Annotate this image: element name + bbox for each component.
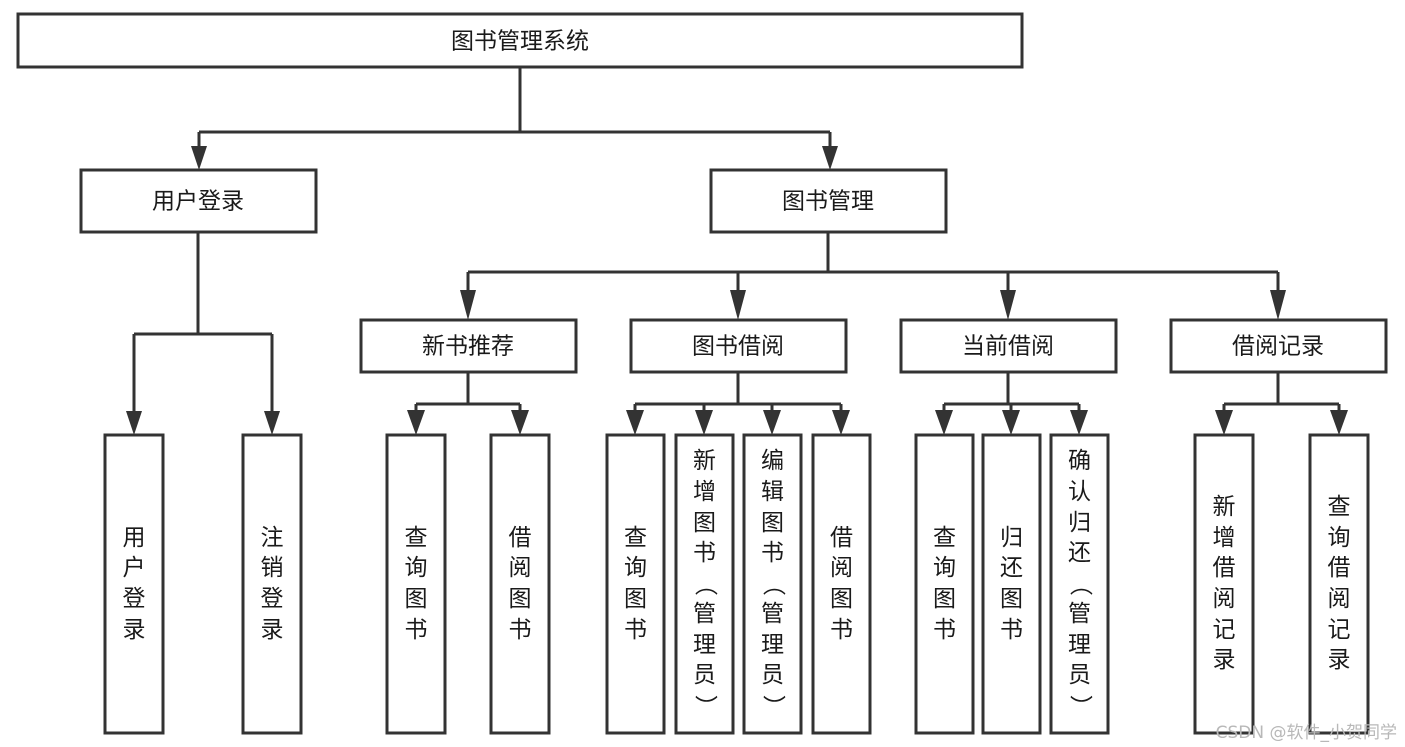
node-new-book-recommend-box[interactable] xyxy=(359,318,578,374)
connector-book-management-children xyxy=(460,232,1286,320)
arrow-head-icon xyxy=(832,410,850,435)
arrow-head-icon xyxy=(126,411,142,435)
node-book-borrow-label: 图书借阅 xyxy=(692,334,784,360)
node-current-borrow-label: 当前借阅 xyxy=(962,334,1054,360)
leaf-box-borrow-record-0[interactable] xyxy=(1193,433,1255,735)
arrow-head-icon xyxy=(460,290,476,320)
node-current-borrow[interactable]: 当前借阅 xyxy=(899,318,1118,374)
leaf-box-new-book-recommend-1[interactable] xyxy=(489,433,551,735)
leaf-box-borrow-record-1[interactable] xyxy=(1308,433,1370,735)
node-user-login[interactable]: 用户登录 xyxy=(79,168,318,234)
arrow-head-icon xyxy=(695,410,713,435)
node-borrow-record-label: 借阅记录 xyxy=(1232,334,1324,360)
leaf-box-user-login-1[interactable] xyxy=(241,433,303,735)
connector-book-borrow-children xyxy=(626,372,850,435)
connector-root-bus xyxy=(191,67,838,170)
arrow-head-icon xyxy=(191,146,207,170)
connector-user-login-children xyxy=(126,232,280,435)
leaf-box-current-borrow-0[interactable] xyxy=(914,433,975,735)
node-root-label: 图书管理系统 xyxy=(451,29,589,55)
arrow-head-icon xyxy=(626,410,644,435)
leaf-box-book-borrow-2[interactable] xyxy=(742,433,803,735)
arrow-head-icon xyxy=(264,411,280,435)
node-book-management-label: 图书管理 xyxy=(782,189,874,215)
leaf-box-book-borrow-3[interactable] xyxy=(811,433,872,735)
node-current-borrow-box[interactable] xyxy=(899,318,1118,374)
arrow-head-icon xyxy=(1000,290,1016,320)
node-book-borrow[interactable]: 图书借阅 xyxy=(629,318,848,374)
node-root-box[interactable] xyxy=(16,12,1024,69)
leaf-box-user-login-0[interactable] xyxy=(103,433,165,735)
connector-borrow-record-children xyxy=(1215,372,1348,435)
arrow-head-icon xyxy=(1270,290,1286,320)
node-borrow-record[interactable]: 借阅记录 xyxy=(1169,318,1388,374)
node-user-login-label: 用户登录 xyxy=(152,189,244,215)
connector-new-book-recommend-children xyxy=(407,372,529,435)
leaf-box-current-borrow-1[interactable] xyxy=(981,433,1042,735)
arrow-head-icon xyxy=(1330,410,1348,435)
arrow-head-icon xyxy=(1215,410,1233,435)
leaf-box-new-book-recommend-0[interactable] xyxy=(385,433,447,735)
node-new-book-recommend[interactable]: 新书推荐 xyxy=(359,318,578,374)
arrow-head-icon xyxy=(1070,410,1088,435)
arrow-head-icon xyxy=(822,146,838,170)
arrow-head-icon xyxy=(511,410,529,435)
connector-current-borrow-children xyxy=(935,372,1088,435)
node-root[interactable]: 图书管理系统 xyxy=(16,12,1024,69)
arrow-head-icon xyxy=(1002,410,1020,435)
node-book-management[interactable]: 图书管理 xyxy=(709,168,948,234)
watermark-text: CSDN @软件_小贺同学 xyxy=(1215,723,1397,743)
leaf-box-book-borrow-0[interactable] xyxy=(605,433,666,735)
node-user-login-box[interactable] xyxy=(79,168,318,234)
arrow-head-icon xyxy=(935,410,953,435)
leaf-box-current-borrow-2[interactable] xyxy=(1049,433,1110,735)
arrow-head-icon xyxy=(763,410,781,435)
arrow-head-icon xyxy=(407,410,425,435)
arrow-head-icon xyxy=(730,290,746,320)
node-new-book-recommend-label: 新书推荐 xyxy=(422,334,514,360)
leaf-box-book-borrow-1[interactable] xyxy=(674,433,735,735)
